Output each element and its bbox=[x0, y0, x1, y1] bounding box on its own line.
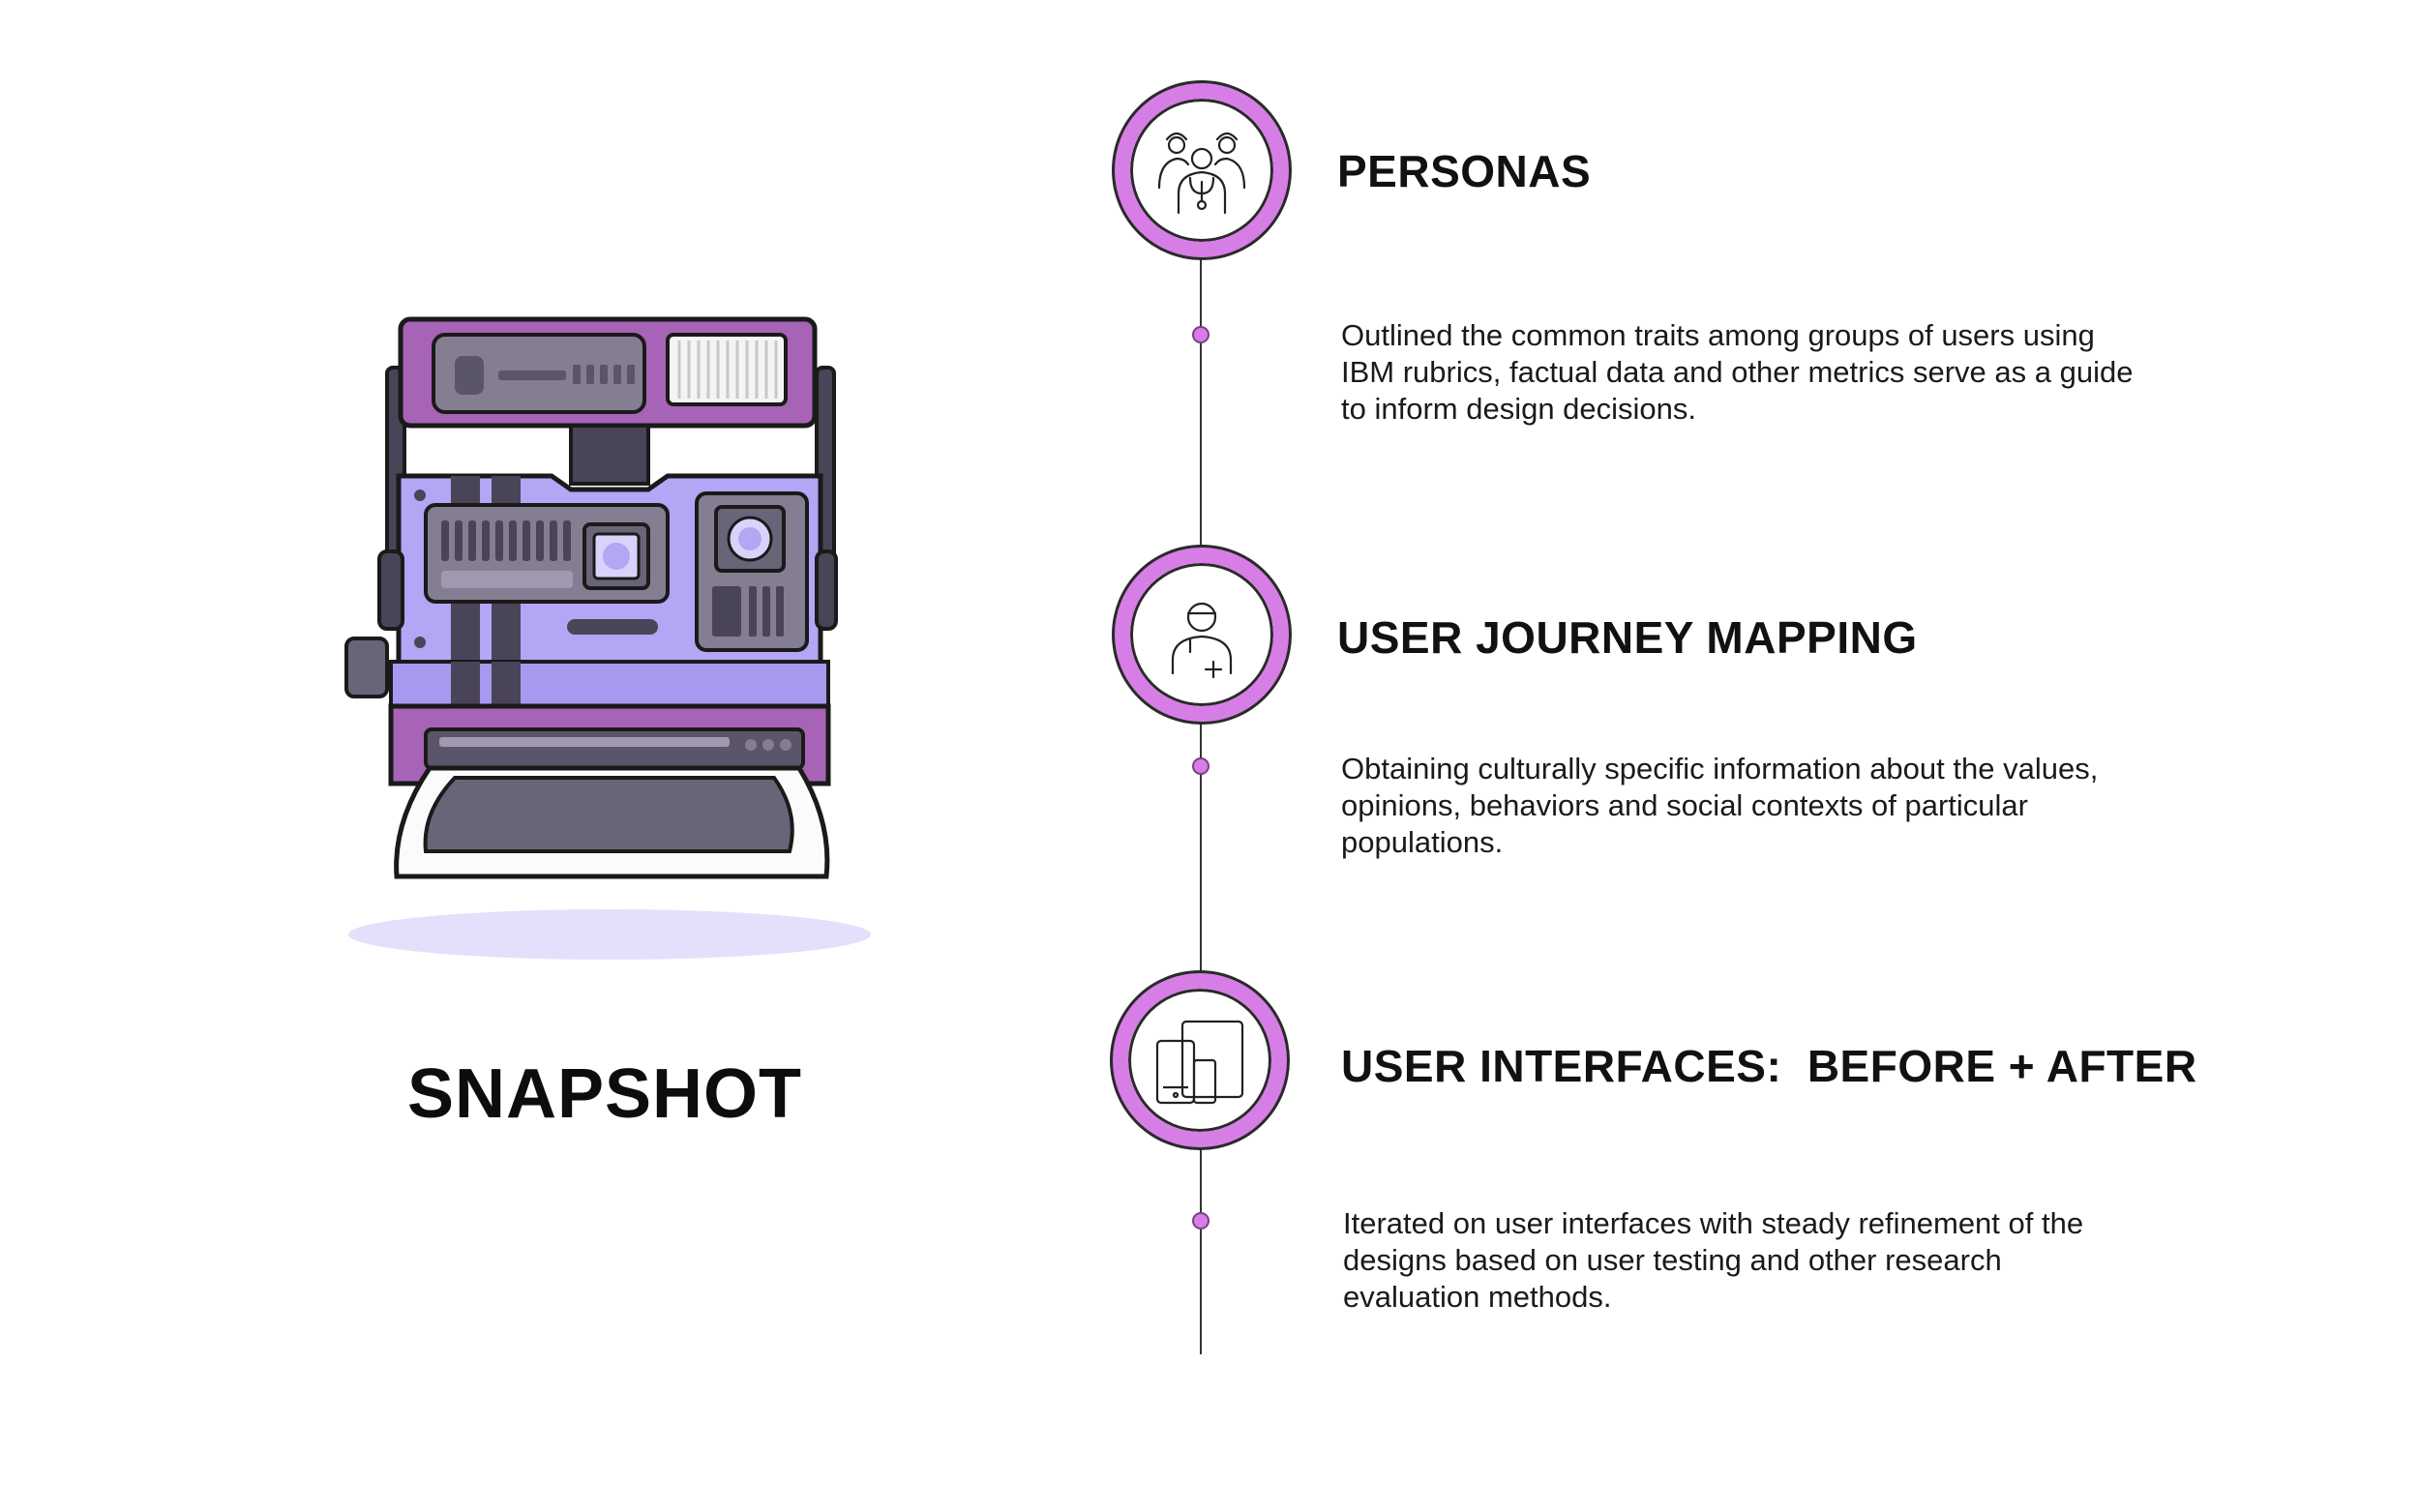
user-journey-title: USER JOURNEY MAPPING bbox=[1337, 612, 1918, 663]
devices-icon bbox=[1155, 1020, 1244, 1105]
instant-camera-icon bbox=[344, 316, 871, 960]
user-interfaces-dot bbox=[1192, 1212, 1210, 1230]
personas-icon-circle bbox=[1115, 83, 1289, 257]
group-people-icon bbox=[1157, 132, 1246, 215]
user-journey-description: Obtaining culturally specific informatio… bbox=[1341, 752, 2099, 859]
personas-description: Outlined the common traits among groups … bbox=[1341, 318, 2134, 426]
personas-title: PERSONAS bbox=[1337, 146, 1592, 196]
user-journey-dot bbox=[1192, 757, 1210, 775]
user-journey-icon-circle bbox=[1115, 548, 1289, 722]
personas-dot bbox=[1192, 326, 1210, 343]
doctor-user-icon bbox=[1171, 602, 1233, 679]
user-interfaces-icon-circle bbox=[1113, 973, 1287, 1147]
timeline-line bbox=[1200, 97, 1202, 1354]
camera-illustration bbox=[329, 300, 910, 977]
user-interfaces-title: USER INTERFACES: BEFORE + AFTER bbox=[1341, 1041, 2197, 1091]
snapshot-title: SNAPSHOT bbox=[406, 1055, 803, 1133]
user-interfaces-description: Iterated on user interfaces with steady … bbox=[1343, 1206, 2084, 1314]
